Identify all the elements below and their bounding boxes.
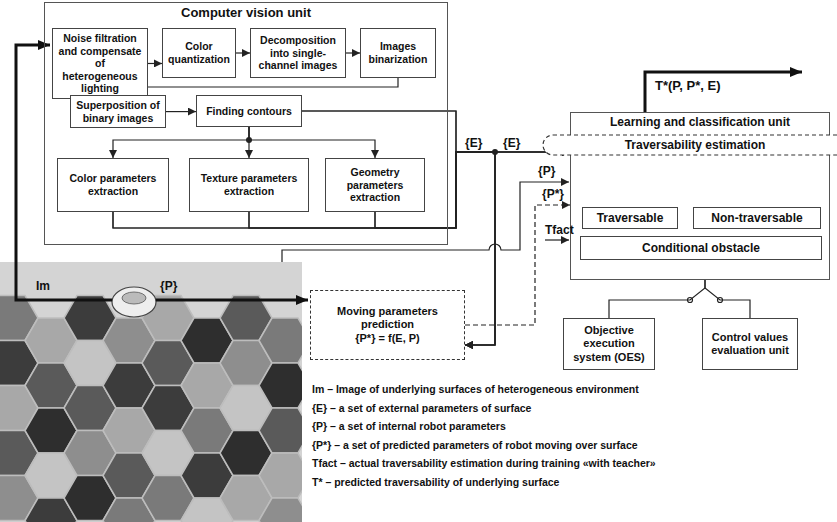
connector [705, 280, 750, 318]
unit-frame: Learning and classification unitTraversa… [570, 112, 830, 280]
connector [118, 78, 398, 95]
unit-frame: Computer vision unitNoise filtration and… [44, 2, 448, 245]
box-label: Geometry parameters extraction [331, 166, 419, 204]
estimation-oval: Traversability estimation [542, 134, 837, 156]
process-box: Color quantization [162, 28, 236, 78]
box-label: Non-traversable [711, 211, 802, 225]
floor-tile [259, 498, 302, 522]
signal-name: Im [36, 279, 50, 293]
teacher-wire [545, 239, 569, 240]
connector [148, 63, 162, 64]
connector [236, 52, 250, 53]
box-label: Traversability estimation [625, 138, 766, 152]
unit-title: Computer vision unit [45, 5, 447, 21]
connector [346, 52, 360, 53]
class-box: Traversable [582, 207, 678, 229]
definition-note: {P} – a set of internal robot parameters [312, 420, 506, 433]
process-box: Noise filtration and compensate of heter… [52, 28, 148, 99]
box-label: Objective execution system (OES) [569, 324, 649, 364]
floor-tile [259, 363, 302, 408]
box-label: Conditional obstacle [642, 241, 760, 255]
box-label: Moving parameters prediction [316, 305, 459, 331]
connector [249, 127, 375, 158]
definition-note: {P*} – a set of predicted parameters of … [312, 439, 638, 452]
box-label: Texture parameters extraction [195, 172, 303, 197]
robot [112, 287, 156, 317]
definition-note: T* – predicted traversability of underly… [312, 476, 559, 489]
signal-name: {P} [538, 164, 555, 178]
floor-tile [259, 408, 302, 453]
process-box: Geometry parameters extraction [325, 158, 425, 212]
floor-tile [259, 453, 302, 498]
box-label: Color parameters extraction [63, 172, 163, 197]
box-label: Superposition of binary images [76, 99, 160, 124]
parameter-wire [156, 299, 308, 302]
output-name: T*(P, P*, E) [655, 78, 721, 94]
robot-top [122, 292, 146, 304]
class-box: Conditional obstacle [580, 236, 822, 260]
edge-label: {P*} [540, 187, 566, 201]
process-box: Color parameters extraction [57, 158, 169, 212]
system-box: Control values evaluation unit [702, 318, 798, 370]
box-label: Control values evaluation unit [708, 331, 792, 357]
prediction-box: Moving parameters prediction{P*} = f(E, … [310, 290, 465, 360]
connector [609, 280, 705, 318]
output-wire [645, 72, 802, 112]
definition-note: Im – Image of underlying surfaces of het… [312, 383, 639, 396]
oval-outline [543, 135, 837, 155]
connector [113, 152, 495, 345]
definition-note: {E} – a set of external parameters of su… [312, 402, 531, 415]
floor-tile [259, 318, 302, 363]
system-box: Objective execution system (OES) [563, 318, 655, 370]
process-box: Finding contours [196, 95, 302, 127]
box-label: Finding contours [206, 105, 292, 118]
connector [113, 152, 570, 228]
box-label: Color quantization [168, 40, 230, 65]
box-label: Traversable [597, 211, 664, 225]
unit-title: Learning and classification unit [571, 115, 829, 129]
edge-label: {E} [463, 136, 484, 150]
connector [166, 111, 196, 112]
box-label: Images binarization [366, 40, 430, 65]
signal-name: {P} [160, 279, 177, 293]
box-label: Noise filtration and compensate of heter… [58, 32, 142, 95]
connector [113, 127, 249, 158]
process-box: Texture parameters extraction [189, 158, 309, 212]
box-label: Decomposition into single-channel images [256, 34, 340, 72]
signal-name: Tfact [545, 223, 574, 237]
process-box: Images binarization [360, 28, 436, 78]
process-box: Superposition of binary images [70, 95, 166, 128]
box-label: {P*} = f(E, P) [316, 332, 459, 345]
class-box: Non-traversable [693, 207, 821, 229]
process-box: Decomposition into single-channel images [250, 28, 346, 78]
connector [302, 111, 570, 152]
definition-note: Tfact – actual traversability estimation… [312, 457, 656, 470]
signal-name: {E} [503, 136, 520, 150]
